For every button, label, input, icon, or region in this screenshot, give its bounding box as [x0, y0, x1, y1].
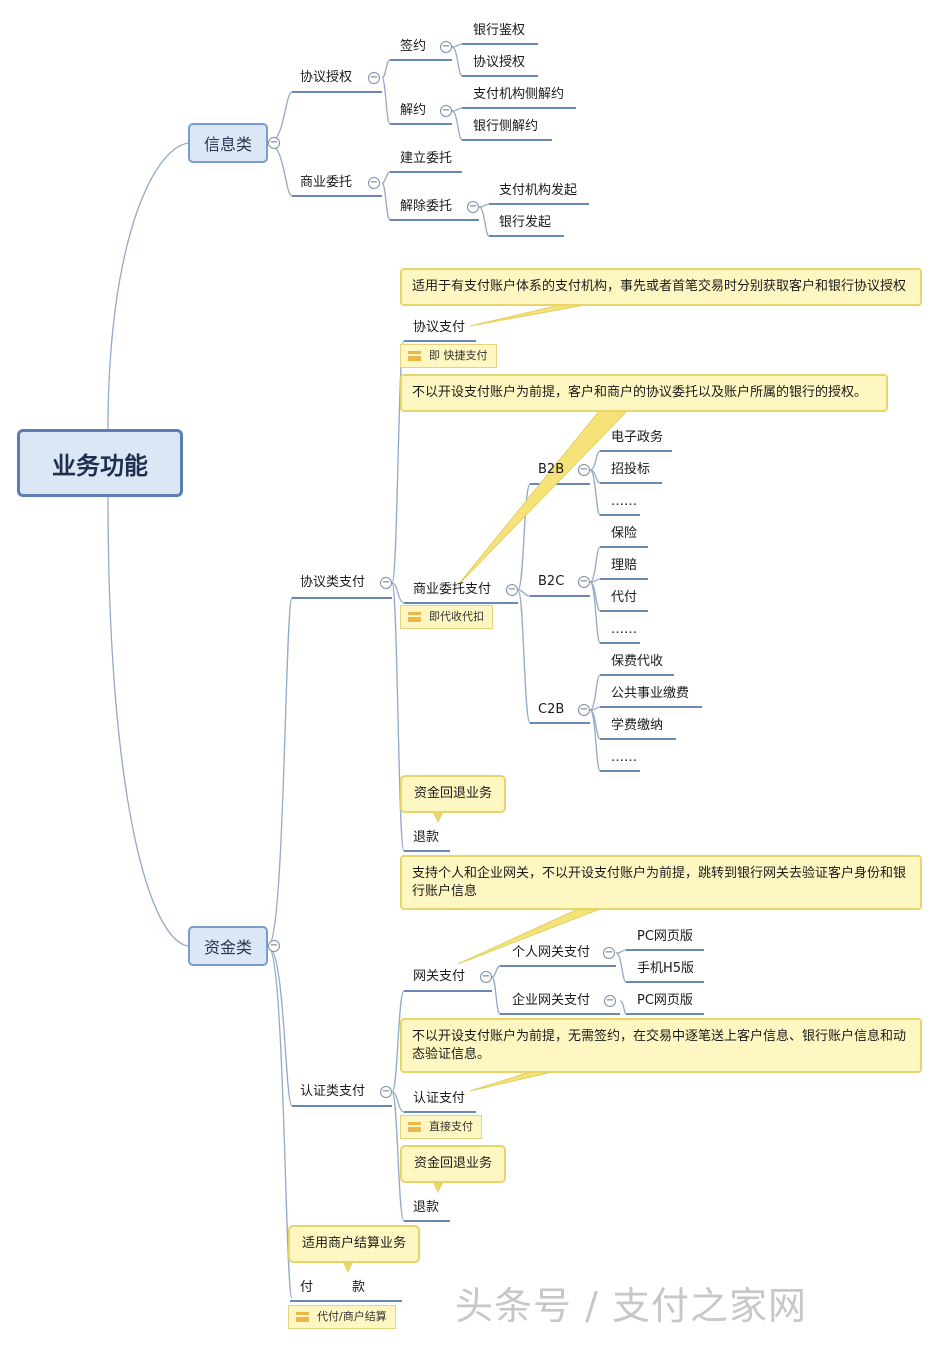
collapse-icon[interactable]: − [480, 971, 492, 983]
collapse-icon[interactable]: − [380, 1086, 392, 1098]
node-merchant-pay[interactable]: 商业委托支付 [413, 582, 492, 597]
leaf-c2b-0[interactable]: 保费代收 [611, 654, 664, 669]
node-agreement-pay[interactable]: 协议支付 [413, 320, 466, 335]
note-agreement-pay: 适用于有支付账户体系的支付机构，事先或者首笔交易时分别获取客户和银行协议授权 [400, 268, 922, 306]
node-bank-auth[interactable]: 银行鉴权 [473, 23, 526, 38]
tag-quick-pay: 即 快捷支付 [400, 344, 497, 368]
node-sign[interactable]: 签约 [400, 39, 427, 54]
tag-payout: 代付/商户结算 [288, 1305, 396, 1329]
callout-text: 资金回退业务 [414, 1156, 493, 1171]
tag-text: 直接支付 [429, 1120, 473, 1133]
collapse-icon[interactable]: − [578, 464, 590, 476]
leaf-b2b-1[interactable]: 招投标 [611, 462, 651, 477]
leaf-b2c-2[interactable]: 代付 [611, 590, 638, 605]
leaf-c2b-1[interactable]: 公共事业缴费 [611, 686, 690, 701]
node-c2b[interactable]: C2B [538, 702, 565, 717]
leaf-b2b-0[interactable]: 电子政务 [611, 430, 664, 445]
node-unsign[interactable]: 解约 [400, 103, 427, 118]
callout-tail [432, 811, 444, 823]
node-auth-pay-leaf[interactable]: 认证支付 [413, 1091, 466, 1106]
collapse-icon[interactable]: − [467, 201, 479, 213]
collapse-icon[interactable]: − [506, 584, 518, 596]
note-auth-pay: 不以开设支付账户为前提，无需签约，在交易中逐笔送上客户信息、银行账户信息和动态验… [400, 1018, 922, 1073]
node-refund-1[interactable]: 退款 [413, 830, 440, 845]
label-icon [408, 612, 421, 622]
node-payinst-unsign[interactable]: 支付机构侧解约 [473, 87, 565, 102]
label-icon [408, 1122, 421, 1132]
node-merchant-entrust[interactable]: 商业委托 [300, 175, 353, 190]
tag-text: 代付/商户结算 [317, 1310, 387, 1323]
node-create-entrust[interactable]: 建立委托 [400, 151, 453, 166]
callout-refund-1: 资金回退业务 [400, 775, 506, 823]
callout-text: 资金回退业务 [414, 786, 493, 801]
tag-text: 即 快捷支付 [429, 349, 488, 362]
leaf-pc-web-1[interactable]: PC网页版 [637, 929, 693, 944]
node-enterprise-gateway[interactable]: 企业网关支付 [512, 993, 591, 1008]
tag-collect: 即代收代扣 [400, 605, 493, 629]
collapse-icon[interactable]: − [268, 940, 280, 952]
leaf-pc-web-2[interactable]: PC网页版 [637, 993, 693, 1008]
node-b2b[interactable]: B2B [538, 462, 565, 477]
note-merchant-pay: 不以开设支付账户为前提，客户和商户的协议委托以及账户所属的银行的授权。 [400, 374, 888, 412]
collapse-icon[interactable]: − [268, 137, 280, 149]
callout-settlement: 适用商户结算业务 [288, 1225, 420, 1273]
leaf-mobile-h5[interactable]: 手机H5版 [637, 961, 695, 976]
node-info[interactable]: 信息类 [188, 123, 268, 163]
collapse-icon[interactable]: − [368, 72, 380, 84]
collapse-icon[interactable]: − [440, 41, 452, 53]
leaf-c2b-2[interactable]: 学费缴纳 [611, 718, 664, 733]
node-cancel-entrust[interactable]: 解除委托 [400, 199, 453, 214]
node-personal-gateway[interactable]: 个人网关支付 [512, 945, 591, 960]
callout-text: 适用商户结算业务 [302, 1236, 407, 1251]
watermark: 头条号 / 支付之家网 [455, 1284, 807, 1328]
collapse-icon[interactable]: − [604, 995, 616, 1007]
callout-tail [342, 1261, 354, 1273]
node-bank-unsign[interactable]: 银行侧解约 [473, 119, 539, 134]
node-payout[interactable]: 付 款 [300, 1280, 366, 1295]
tag-direct-pay: 直接支付 [400, 1115, 482, 1139]
node-gateway-pay[interactable]: 网关支付 [413, 969, 466, 984]
tag-text: 即代收代扣 [429, 610, 484, 623]
leaf-c2b-3[interactable]: …… [611, 750, 637, 765]
node-funds[interactable]: 资金类 [188, 926, 268, 966]
node-payinst-initiate[interactable]: 支付机构发起 [499, 183, 578, 198]
callout-refund-2: 资金回退业务 [400, 1145, 506, 1193]
node-bank-initiate[interactable]: 银行发起 [499, 215, 552, 230]
node-refund-2[interactable]: 退款 [413, 1200, 440, 1215]
callout-tail [432, 1181, 444, 1193]
collapse-icon[interactable]: − [603, 947, 615, 959]
leaf-b2b-2[interactable]: …… [611, 494, 637, 509]
collapse-icon[interactable]: − [380, 577, 392, 589]
collapse-icon[interactable]: − [578, 704, 590, 716]
leaf-b2c-3[interactable]: …… [611, 622, 637, 637]
collapse-icon[interactable]: − [440, 105, 452, 117]
note-gateway: 支持个人和企业网关，不以开设支付账户为前提，跳转到银行网关去验证客户身份和银行账… [400, 855, 922, 910]
node-protocol-auth[interactable]: 协议授权 [473, 55, 526, 70]
node-auth-pay[interactable]: 认证类支付 [300, 1084, 366, 1099]
label-icon [296, 1312, 309, 1322]
node-protocol-pay[interactable]: 协议类支付 [300, 575, 366, 590]
root-node[interactable]: 业务功能 [17, 429, 183, 497]
node-agreement-auth[interactable]: 协议授权 [300, 70, 353, 85]
node-b2c[interactable]: B2C [538, 574, 565, 589]
collapse-icon[interactable]: − [368, 177, 380, 189]
leaf-b2c-0[interactable]: 保险 [611, 526, 638, 541]
collapse-icon[interactable]: − [578, 576, 590, 588]
label-icon [408, 351, 421, 361]
leaf-b2c-1[interactable]: 理赔 [611, 558, 638, 573]
